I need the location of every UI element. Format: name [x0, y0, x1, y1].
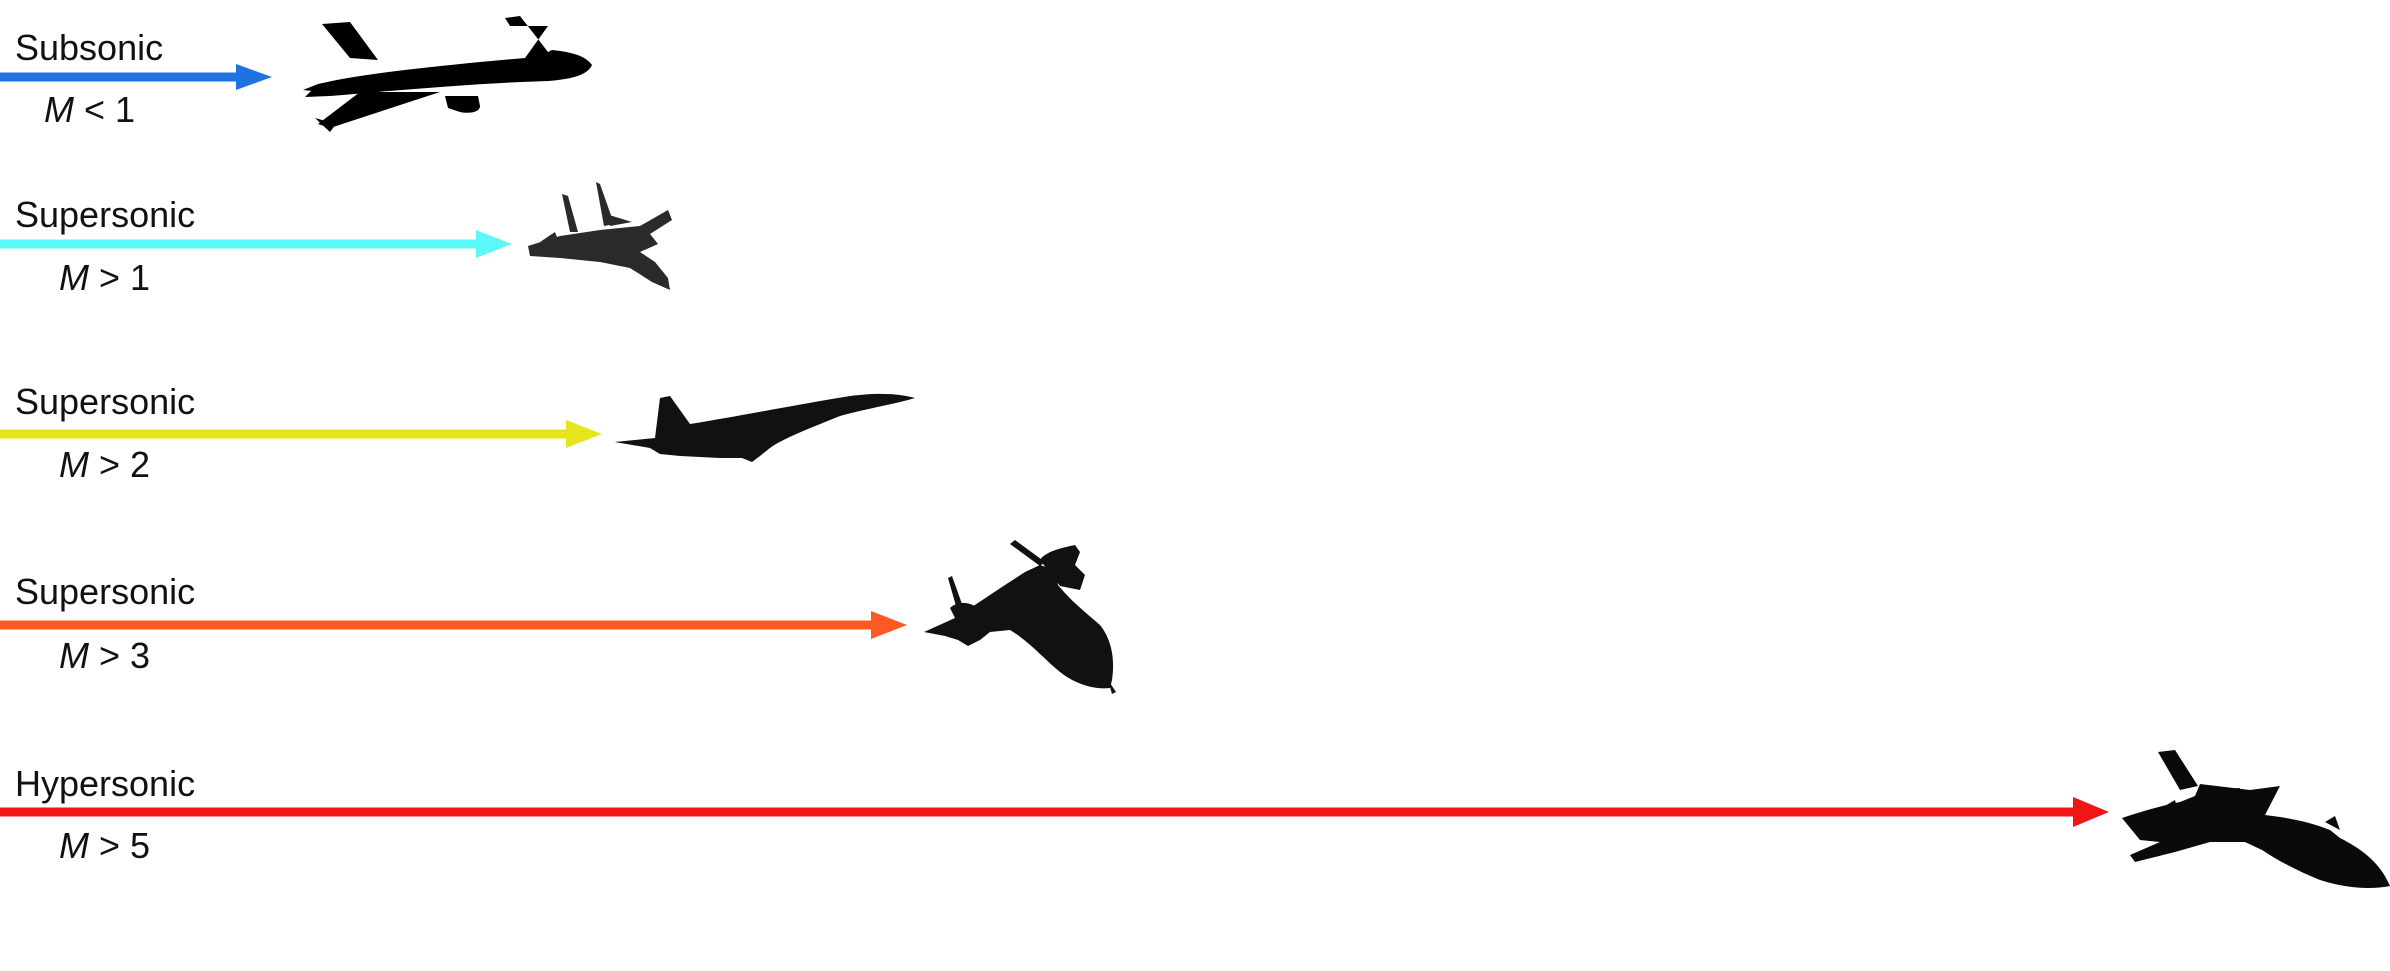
concorde-icon	[615, 393, 915, 462]
mach-symbol: M	[59, 257, 89, 298]
mach-condition-subsonic: M < 1	[44, 89, 135, 130]
airliner-icon	[303, 16, 592, 132]
regime-arrowhead-subsonic	[236, 64, 272, 90]
mach-relation: > 5	[89, 825, 150, 866]
regime-row-mach2: Supersonic M > 2	[0, 381, 915, 485]
regime-label-hypersonic: Hypersonic	[15, 763, 195, 804]
regime-arrowhead-hypersonic	[2073, 797, 2109, 827]
mach-symbol: M	[59, 444, 89, 485]
regime-row-subsonic: Subsonic M < 1	[0, 16, 592, 132]
mach-relation: > 3	[89, 635, 150, 676]
mach-symbol: M	[59, 825, 89, 866]
regime-arrowhead-mach2	[566, 420, 602, 448]
mach-symbol: M	[59, 635, 89, 676]
mach-relation: < 1	[74, 89, 135, 130]
regime-arrowhead-mach3	[871, 611, 907, 639]
mach-condition-mach3: M > 3	[59, 635, 150, 676]
regime-label-mach2: Supersonic	[15, 381, 195, 422]
mach-relation: > 2	[89, 444, 150, 485]
regime-label-mach1: Supersonic	[15, 194, 195, 235]
regime-row-hypersonic: Hypersonic M > 5	[0, 750, 2390, 888]
spaceplane-icon	[2122, 750, 2390, 888]
sr71-blackbird-icon	[924, 540, 1116, 694]
regime-label-mach3: Supersonic	[15, 571, 195, 612]
regime-label-subsonic: Subsonic	[15, 27, 163, 68]
regime-row-mach1: Supersonic M > 1	[0, 182, 672, 298]
mach-condition-hypersonic: M > 5	[59, 825, 150, 866]
regime-arrowhead-mach1	[476, 230, 512, 258]
mach-condition-mach2: M > 2	[59, 444, 150, 485]
regime-row-mach3: Supersonic M > 3	[0, 540, 1116, 694]
fighter-jet-icon	[528, 182, 672, 290]
mach-relation: > 1	[89, 257, 150, 298]
mach-condition-mach1: M > 1	[59, 257, 150, 298]
mach-symbol: M	[44, 89, 74, 130]
